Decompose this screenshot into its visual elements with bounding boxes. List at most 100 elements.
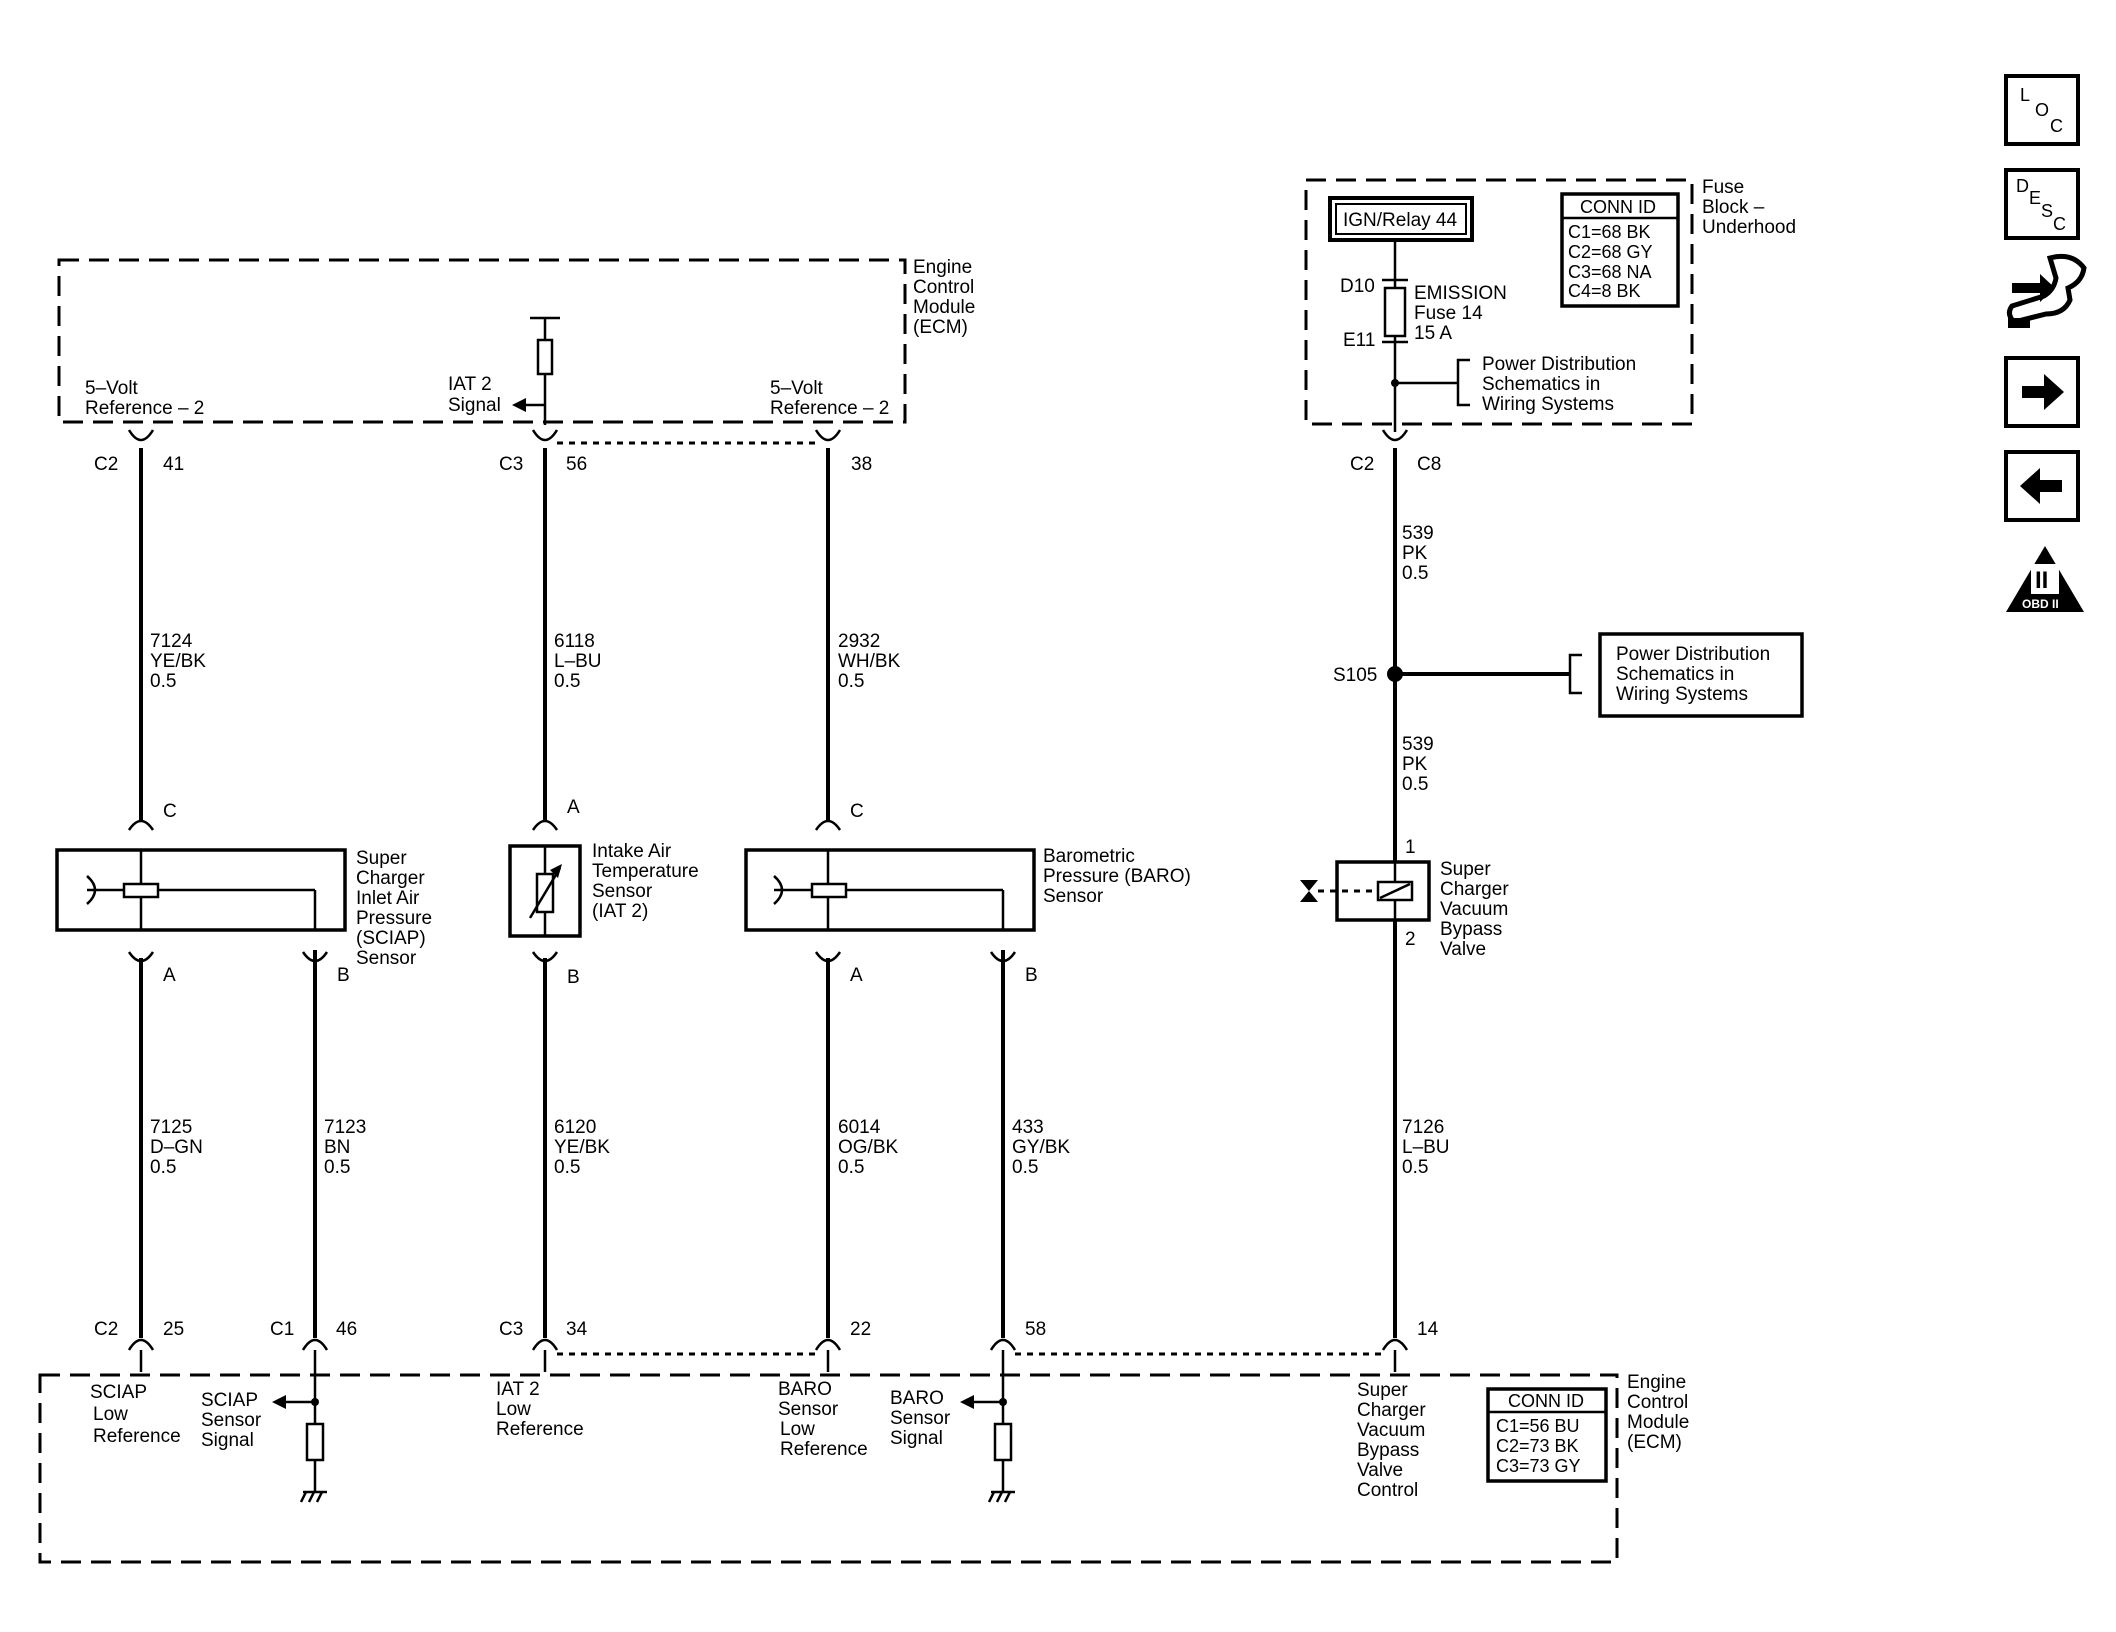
arrow-right-icon — [2022, 374, 2064, 410]
wire-gauge: 0.5 — [554, 1157, 580, 1178]
repair-procedure-icon[interactable] — [2006, 253, 2087, 328]
wire-color: GY/BK — [1012, 1137, 1070, 1158]
ecm-terminal-label: SCIAP — [90, 1382, 147, 1403]
conn-id-row: C1=56 BU — [1496, 1416, 1580, 1436]
pin-label: B — [1025, 965, 1038, 986]
signal-arrow-icon — [960, 1395, 974, 1409]
wire-circuit: 6120 — [554, 1117, 596, 1138]
ref2-label-line: Reference – 2 — [770, 398, 889, 419]
wire-color: WH/BK — [838, 651, 901, 672]
arrow-left-icon — [2020, 468, 2062, 504]
ground-icon — [299, 1490, 327, 1503]
sciap-sensor: C A B Super Charger Inlet Air Pressure (… — [55, 801, 432, 986]
ecm-bottom-title-line: Control — [1627, 1392, 1688, 1413]
pin-label: C — [163, 801, 177, 822]
obd-ii-icon[interactable]: II OBD II — [2006, 546, 2084, 612]
component-label: Barometric — [1043, 846, 1135, 867]
component-label: Inlet Air — [356, 888, 420, 909]
wire-color: BN — [324, 1137, 350, 1158]
fuse-block-title-line: Underhood — [1702, 217, 1796, 238]
pin-conn-label: C3 — [499, 454, 523, 475]
ecm-top-title-line: Engine — [913, 257, 972, 278]
wire-gauge: 0.5 — [150, 1157, 176, 1178]
wire-gauge: 0.5 — [838, 671, 864, 692]
obd-numeral: II — [2035, 567, 2048, 594]
wires-left — [139, 448, 1005, 1338]
wire-circuit: 7125 — [150, 1117, 192, 1138]
previous-button[interactable] — [2004, 450, 2080, 522]
fuse-label: Fuse 14 — [1414, 303, 1483, 324]
ecm-top-connectors: C2 41 C3 56 38 — [94, 429, 872, 475]
ecm-terminal-label: Reference — [780, 1439, 868, 1460]
wire-color: OG/BK — [838, 1137, 899, 1158]
wire-color: YE/BK — [150, 651, 206, 672]
top-wire-labels: 7124 YE/BK 0.5 6118 L–BU 0.5 2932 WH/BK … — [150, 631, 901, 692]
pin-number-label: 34 — [566, 1319, 588, 1340]
pin-number-label: 56 — [566, 454, 587, 475]
connector-38 — [814, 429, 842, 442]
conn-id-header: CONN ID — [1580, 197, 1656, 217]
wire-color: L–BU — [554, 651, 602, 672]
location-button[interactable]: L O C — [2004, 74, 2080, 146]
fuse-block-underhood: Fuse Block – Underhood IGN/Relay 44 CONN… — [1304, 177, 1796, 432]
desc-letter: C — [2053, 214, 2066, 234]
pin-number-label: 46 — [336, 1319, 357, 1340]
ecm-terminal-label: Reference — [93, 1426, 181, 1447]
wire-color: D–GN — [150, 1137, 203, 1158]
iat2-sensor: A B Intake Air Temperature Sensor (IAT 2… — [508, 797, 699, 988]
pin-number-label: C8 — [1417, 454, 1441, 475]
component-label: Charger — [1440, 879, 1509, 900]
pin-label: A — [163, 965, 176, 986]
wire-color: YE/BK — [554, 1137, 610, 1158]
desc-letter: S — [2041, 201, 2053, 221]
fuse-pin-label: E11 — [1343, 330, 1375, 351]
signal-arrow-icon — [512, 398, 526, 412]
wire-gauge: 0.5 — [324, 1157, 350, 1178]
valve-actuator-icon — [1300, 880, 1318, 891]
fuse-label: EMISSION — [1414, 283, 1507, 304]
ecm-terminal-label: Vacuum — [1357, 1420, 1425, 1441]
wire-circuit: 6118 — [554, 631, 595, 652]
bottom-wire-labels: 7125 D–GN 0.5 7123 BN 0.5 6120 YE/BK 0.5… — [150, 1117, 1450, 1178]
loc-letter: O — [2035, 100, 2049, 120]
ecm-bottom-title-line: (ECM) — [1627, 1432, 1682, 1453]
wire-circuit: 7123 — [324, 1117, 366, 1138]
wire-gauge: 0.5 — [1402, 774, 1428, 795]
wire-circuit: 539 — [1402, 734, 1434, 755]
splice-label: S105 — [1333, 665, 1377, 686]
next-button[interactable] — [2004, 356, 2080, 428]
pin-number-label: 25 — [163, 1319, 184, 1340]
conn-id-row: C2=73 BK — [1496, 1436, 1579, 1456]
pin-label: 1 — [1405, 837, 1416, 858]
pin-conn-label: C3 — [499, 1319, 523, 1340]
fuse-14-icon — [1383, 286, 1407, 338]
ecm-terminal-label: Reference — [496, 1419, 584, 1440]
component-label: Pressure (BARO) — [1043, 866, 1191, 887]
pullup-resistor — [512, 316, 560, 425]
component-label: Sensor — [592, 881, 653, 902]
wire-gauge: 0.5 — [150, 671, 176, 692]
iat2-signal-label-line: Signal — [448, 395, 501, 416]
fuse-block-title-line: Fuse — [1702, 177, 1744, 198]
ecm-top-title-line: Control — [913, 277, 974, 298]
ign-relay-label: IGN/Relay 44 — [1343, 210, 1457, 231]
conn-id-row: C3=68 NA — [1568, 262, 1652, 282]
component-label: Charger — [356, 868, 425, 889]
wire-gauge: 0.5 — [1012, 1157, 1038, 1178]
wire-circuit: 539 — [1402, 523, 1434, 544]
conn-id-header: CONN ID — [1508, 1391, 1584, 1411]
ecm-terminal-label: Control — [1357, 1480, 1418, 1501]
wire-circuit: 2932 — [838, 631, 880, 652]
loc-letter: C — [2050, 116, 2063, 136]
component-label: Intake Air — [592, 841, 672, 862]
ref1-label-line: Reference – 2 — [85, 398, 204, 419]
power-dist-ref: Wiring Systems — [1616, 684, 1748, 705]
component-label: Bypass — [1440, 919, 1502, 940]
wire-gauge: 0.5 — [1402, 1157, 1428, 1178]
ecm-top-title-line: Module — [913, 297, 975, 318]
power-dist-ref: Schematics in — [1482, 374, 1600, 395]
description-button[interactable]: D E S C — [2004, 168, 2080, 240]
ground-icon — [987, 1490, 1015, 1503]
pin-label: B — [337, 965, 350, 986]
